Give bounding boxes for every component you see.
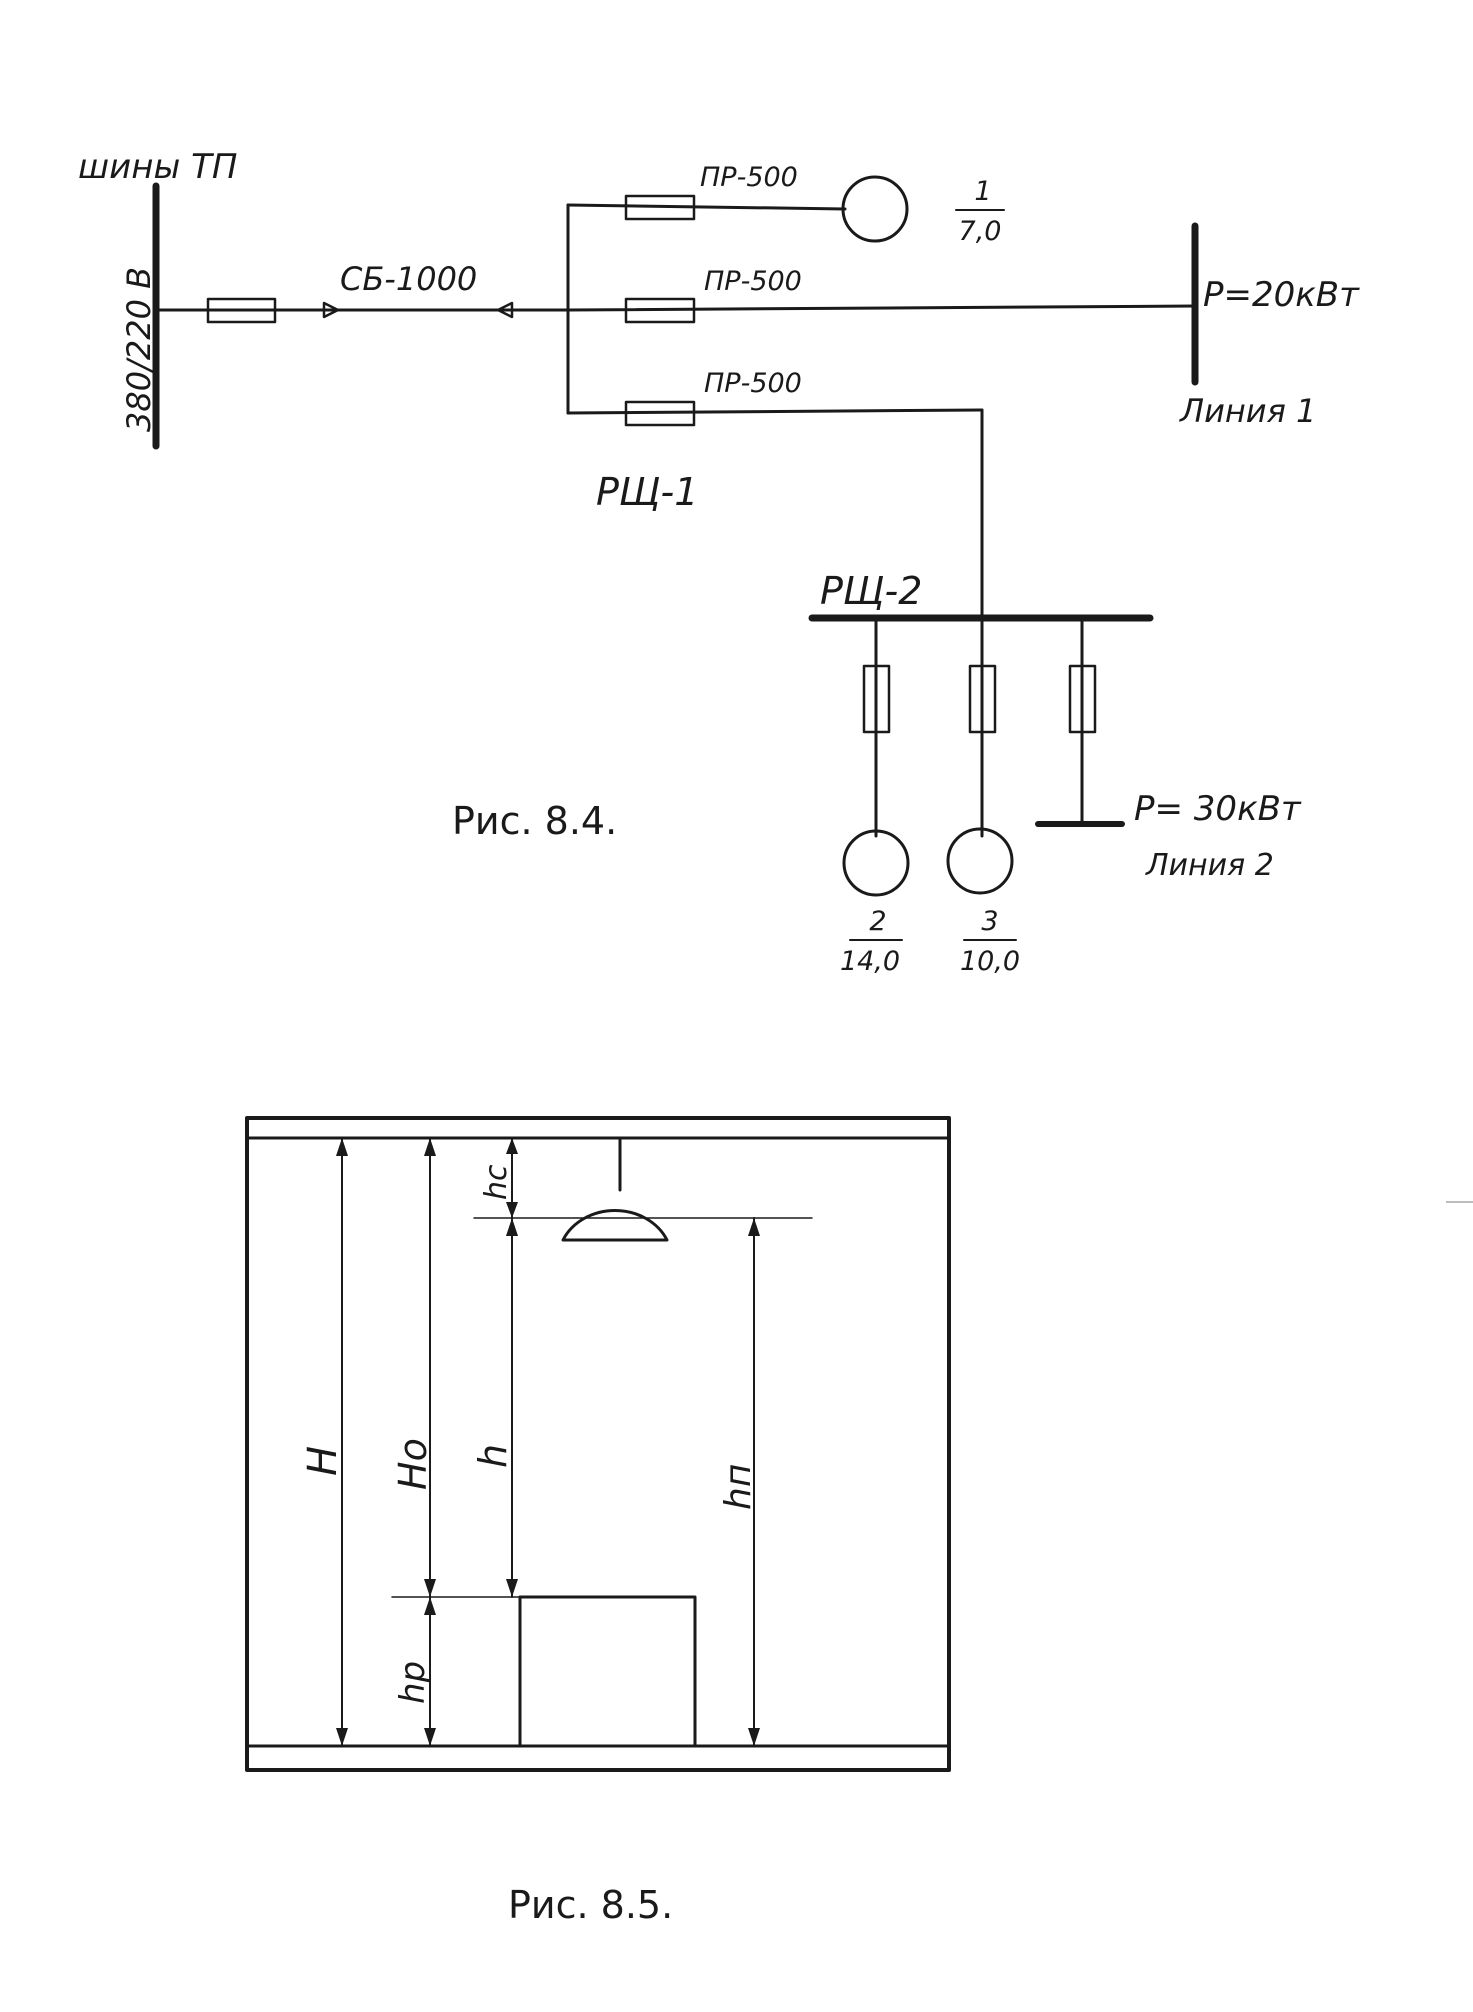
branch-bot-line [566,408,984,415]
dim-arrow-h-top [506,1218,518,1236]
tp-bus-title: шины ТП [78,147,237,187]
panel1-label: РЩ-1 [596,470,698,514]
cable-end-marker-left [322,301,340,319]
fuse-mid [624,297,696,324]
dim-arrow-H-bottom [336,1728,348,1746]
dim-arrow-hn-top [748,1218,760,1236]
motor-2 [842,829,910,897]
line2-power: P= 30кВт [1134,789,1302,829]
panel2-fuse-1 [862,664,891,734]
feeder-fuse [206,297,277,324]
fuse-mid-label: ПР-500 [704,266,802,297]
luminaire-shade [561,1209,669,1242]
motor-2-number: 2 [869,906,886,937]
line2-name: Линия 2 [1145,848,1274,883]
motor-3-power: 10,0 [960,946,1020,977]
dim-arrow-H-top [336,1138,348,1156]
dim-label-hc: hc [479,1164,514,1200]
dim-label-H: H [300,1446,346,1476]
dim-label-hp: hр [393,1661,433,1704]
motor-3-number: 3 [981,906,998,937]
dim-arrow-hc-bottom [506,1202,518,1218]
dim-label-hn: hп [718,1464,759,1510]
panel2-fuse-3 [1068,664,1097,734]
dim-arrow-hc-top [506,1138,518,1154]
fuse-top-label: ПР-500 [700,162,798,193]
dim-label-h: h [471,1444,515,1468]
figure-8-5-caption: Рис. 8.5. [508,1883,673,1927]
motor-1 [841,175,909,243]
fuse-bot-label: ПР-500 [704,368,802,399]
dim-arrow-h-bottom [506,1579,518,1597]
dim-arrow-hp-bottom [424,1728,436,1746]
room-outline [245,1116,951,1772]
branch-top-line [566,203,847,211]
cable-end-marker-right [496,301,514,319]
figure-8-5: H Ho hр hc h hп Рис. 8.5. [245,1116,951,1927]
motor-2-power: 14,0 [840,946,900,977]
tp-bus-voltage: 380/220 В [120,267,158,432]
fuse-bot [624,400,696,427]
motor-1-power: 7,0 [959,216,1002,247]
motor-1-number: 1 [974,176,991,207]
line1-power: P=20кВт [1203,275,1360,315]
dim-arrow-hp-top [424,1597,436,1615]
motor-3 [946,827,1014,895]
cable-label: СБ-1000 [340,260,477,298]
panel2-label: РЩ-2 [820,569,922,613]
dim-label-Ho: Ho [391,1438,435,1490]
line1-name: Линия 1 [1179,392,1316,430]
dim-arrow-hn-bottom [748,1728,760,1746]
branch-mid-line [566,304,1197,312]
panel2-fuse-2 [968,664,997,734]
dim-arrow-Ho-top [424,1138,436,1156]
figure-8-4-caption: Рис. 8.4. [452,799,617,843]
fuse-top [624,194,696,221]
dim-arrow-Ho-bottom [424,1579,436,1597]
figure-8-4: шины ТП 380/220 В СБ-1000 РЩ-1 ПР-500 1 … [78,147,1360,977]
work-surface [518,1595,697,1748]
